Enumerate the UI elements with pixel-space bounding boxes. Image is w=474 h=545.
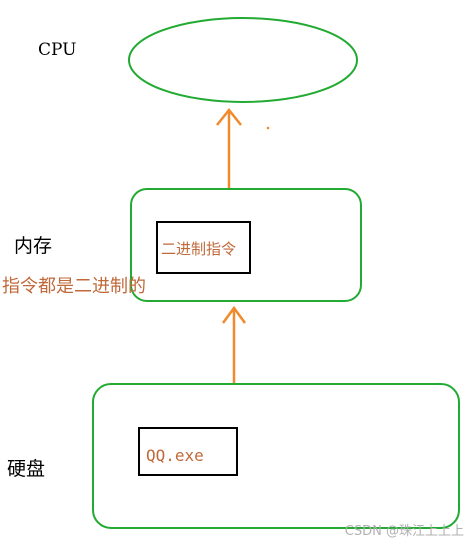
- exe-file-box: QQ.exe: [138, 427, 238, 476]
- arrow-head-lower: [221, 305, 247, 324]
- exe-file-text: QQ.exe: [146, 446, 204, 465]
- disk-box: [92, 383, 460, 529]
- cpu-label: CPU: [38, 40, 77, 60]
- arrow-head-upper: [216, 107, 242, 126]
- stray-dot: [266, 126, 270, 130]
- annotation-note: 指令都是二进制的: [2, 276, 146, 297]
- memory-box: [130, 188, 362, 302]
- instruction-text: 二进制指令: [161, 240, 237, 258]
- arrow-memory-to-cpu: [216, 107, 242, 188]
- watermark: CSDN @珠江上上上: [344, 524, 464, 539]
- arrow-disk-to-memory: [221, 305, 247, 383]
- memory-label: 内存: [14, 235, 53, 257]
- instruction-box: 二进制指令: [156, 221, 251, 274]
- disk-label: 硬盘: [7, 458, 46, 480]
- cpu-ellipse: [128, 17, 358, 103]
